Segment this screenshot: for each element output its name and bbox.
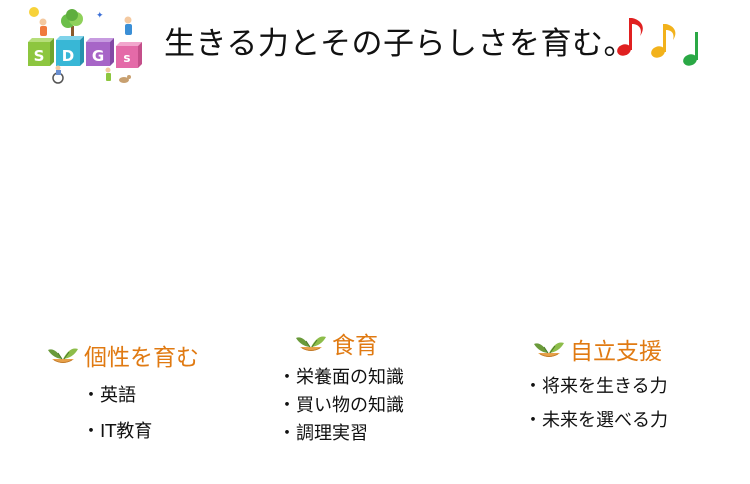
kid-figure-icon xyxy=(124,16,132,35)
kid-figure-icon xyxy=(105,67,111,81)
music-notes-icon xyxy=(617,18,698,66)
sdgs-logo: ✦ S D G s xyxy=(28,7,142,84)
list-item: IT教育 xyxy=(82,414,199,450)
sun-icon xyxy=(29,7,39,17)
wheelchair-icon xyxy=(52,65,64,84)
kid-figure-icon xyxy=(39,18,47,36)
tree-icon xyxy=(61,9,83,38)
list-item: 栄養面の知識 xyxy=(278,364,404,392)
sdg-block-g xyxy=(86,38,114,66)
list-item: 将来を生きる力 xyxy=(524,370,668,404)
section-title: 個性を育む xyxy=(84,345,199,371)
list-item: 調理実習 xyxy=(278,420,404,448)
leaf-sprout-icon xyxy=(48,348,78,363)
eighth-note-red-icon xyxy=(617,18,643,56)
eighth-note-yellow-icon xyxy=(651,24,676,58)
logo-letter-s-small: s xyxy=(123,51,130,65)
quarter-note-green-icon xyxy=(683,32,698,66)
logo-letter-d: D xyxy=(62,47,74,65)
section-individuality: 個性を育む 英語 IT教育 xyxy=(46,340,199,450)
section-title: 自立支援 xyxy=(570,339,662,365)
logo-letter-s: S xyxy=(34,47,45,65)
sdg-block-s-small xyxy=(116,42,142,68)
bullet-list: 将来を生きる力 未来を選べる力 xyxy=(524,370,668,438)
section-header: 自立支援 xyxy=(532,334,668,365)
bullet-list: 英語 IT教育 xyxy=(82,378,199,450)
svg-text:✦: ✦ xyxy=(96,11,104,21)
section-food-education: 食育 栄養面の知識 買い物の知識 調理実習 xyxy=(294,328,404,448)
logo-letter-g: G xyxy=(92,47,104,65)
sdg-block-d xyxy=(56,36,84,66)
list-item: 買い物の知識 xyxy=(278,392,404,420)
dog-icon xyxy=(119,75,131,83)
section-header: 食育 xyxy=(294,328,404,359)
bullet-list: 栄養面の知識 買い物の知識 調理実習 xyxy=(278,364,404,448)
list-item: 未来を選べる力 xyxy=(524,404,668,438)
leaf-sprout-icon xyxy=(296,336,326,351)
leaf-sprout-icon xyxy=(534,342,564,357)
page-title: 生きる力とその子らしさを育む。 xyxy=(164,26,635,62)
section-title: 食育 xyxy=(332,333,378,359)
list-item: 英語 xyxy=(82,378,199,414)
section-header: 個性を育む xyxy=(46,340,199,371)
section-independence-support: 自立支援 将来を生きる力 未来を選べる力 xyxy=(532,334,668,438)
sdg-block-s xyxy=(28,38,54,66)
